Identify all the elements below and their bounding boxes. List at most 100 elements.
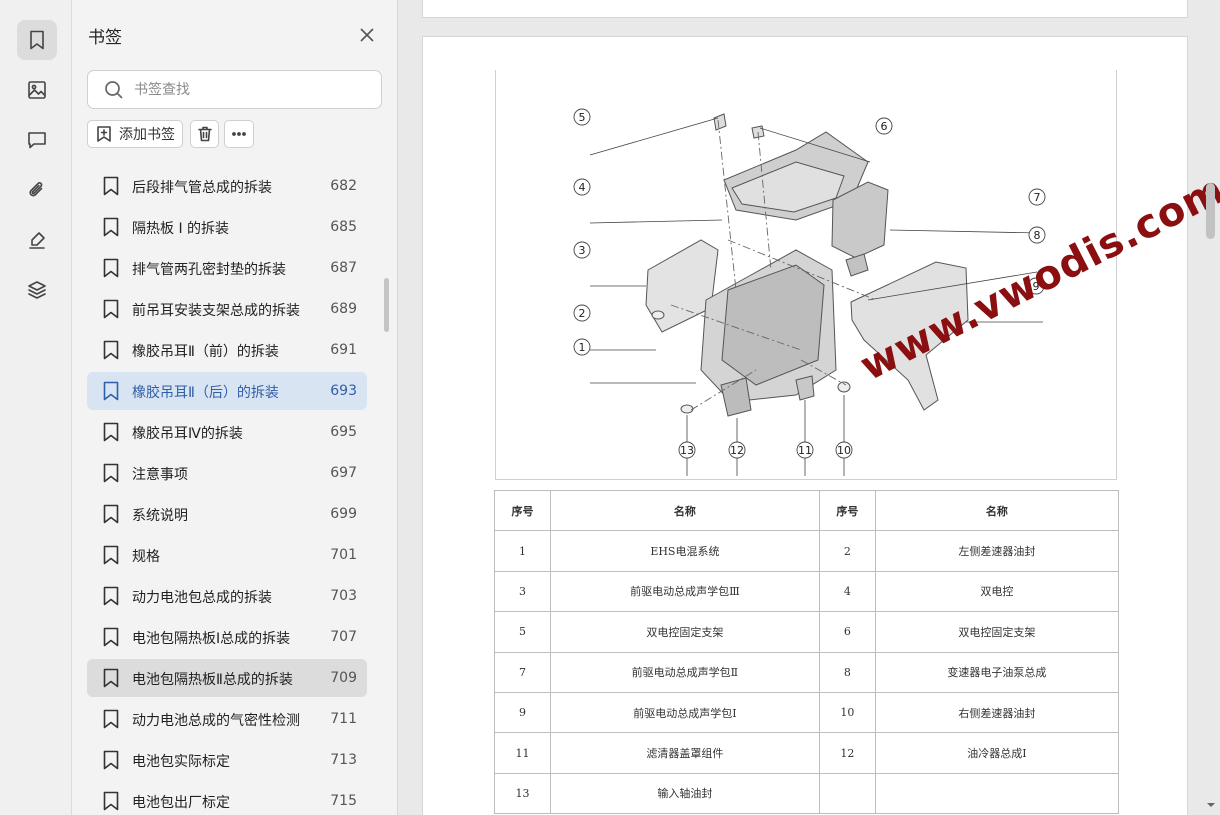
part-number-cell: 1 bbox=[494, 530, 551, 572]
part-number-cell: 4 bbox=[818, 570, 876, 613]
bookmark-item[interactable]: 电池包隔热板Ⅰ总成的拆装 707 bbox=[87, 618, 367, 656]
bookmark-page-number: 697 bbox=[330, 465, 357, 481]
bookmark-label: 橡胶吊耳Ⅳ的拆装 bbox=[132, 426, 243, 442]
callout-9: 9 bbox=[1027, 277, 1045, 295]
part-name-cell: 输入轴油封 bbox=[549, 772, 820, 815]
bookmark-page-number: 682 bbox=[330, 178, 357, 194]
bookmark-label: 规格 bbox=[132, 549, 160, 565]
image-icon[interactable] bbox=[17, 70, 57, 110]
bookmark-label: 电池包出厂标定 bbox=[132, 795, 230, 811]
bookmark-icon bbox=[103, 545, 119, 565]
callout-5: 5 bbox=[573, 108, 591, 126]
part-number-cell: 6 bbox=[818, 611, 876, 653]
header-no-2: 序号 bbox=[818, 489, 876, 532]
part-name-cell: 双电控固定支架 bbox=[874, 611, 1120, 653]
document-scrollbar[interactable] bbox=[1206, 183, 1215, 239]
bookmark-icon bbox=[103, 340, 119, 360]
bookmark-page-number: 695 bbox=[330, 424, 357, 440]
bookmark-page-number: 711 bbox=[330, 711, 357, 727]
callout-number: 9 bbox=[1033, 280, 1040, 293]
add-bookmark-button[interactable]: 添加书签 bbox=[87, 120, 183, 148]
bookmark-label: 橡胶吊耳Ⅱ（后）的拆装 bbox=[132, 385, 279, 401]
bookmark-icon bbox=[103, 463, 119, 483]
bookmark-page-number: 709 bbox=[330, 670, 357, 686]
bookmark-search-box[interactable] bbox=[87, 70, 382, 109]
bookmark-icon[interactable] bbox=[17, 20, 57, 60]
search-icon bbox=[105, 81, 123, 99]
bookmark-label: 动力电池包总成的拆装 bbox=[132, 590, 272, 606]
scroll-down-arrow-icon[interactable] bbox=[1206, 800, 1216, 810]
trash-icon bbox=[197, 126, 212, 142]
bookmark-page-number: 707 bbox=[330, 629, 357, 645]
layers-icon[interactable] bbox=[17, 270, 57, 310]
more-options-button[interactable] bbox=[224, 120, 254, 148]
callout-number: 6 bbox=[881, 120, 888, 133]
parts-table-header-row: 序号 名称 序号 名称 bbox=[494, 489, 1120, 532]
part-number-cell: 5 bbox=[494, 611, 551, 653]
bookmark-label: 电池包隔热板Ⅰ总成的拆装 bbox=[132, 631, 291, 647]
bookmark-icon bbox=[103, 299, 119, 319]
icon-rail bbox=[0, 0, 72, 815]
bookmark-item[interactable]: 规格 701 bbox=[87, 536, 367, 574]
part-name-cell: 双电控固定支架 bbox=[549, 611, 820, 653]
callout-7: 7 bbox=[1028, 188, 1046, 206]
attachment-icon[interactable] bbox=[17, 170, 57, 210]
callout-number: 11 bbox=[798, 444, 812, 457]
bookmark-label: 动力电池总成的气密性检测 bbox=[132, 713, 300, 729]
comment-icon[interactable] bbox=[17, 120, 57, 160]
close-panel-button[interactable] bbox=[356, 24, 378, 46]
bookmark-page-number: 691 bbox=[330, 342, 357, 358]
bookmark-label: 系统说明 bbox=[132, 508, 188, 524]
callout-number: 3 bbox=[579, 244, 586, 257]
delete-bookmark-button[interactable] bbox=[190, 120, 219, 148]
panel-scrollbar[interactable] bbox=[384, 278, 389, 332]
bookmark-page-number: 701 bbox=[330, 547, 357, 563]
callout-number: 7 bbox=[1034, 191, 1041, 204]
bookmark-item[interactable]: 电池包出厂标定 715 bbox=[87, 782, 367, 815]
bookmark-item[interactable]: 橡胶吊耳Ⅳ的拆装 695 bbox=[87, 413, 367, 451]
callout-3: 3 bbox=[573, 241, 591, 259]
bookmark-label: 排气管两孔密封垫的拆装 bbox=[132, 262, 286, 278]
signature-pen-icon[interactable] bbox=[17, 220, 57, 260]
callout-number: 12 bbox=[730, 444, 744, 457]
part-name-cell: 左侧差速器油封 bbox=[874, 530, 1120, 572]
bookmark-page-number: 715 bbox=[330, 793, 357, 809]
part-number-cell: 2 bbox=[818, 530, 876, 572]
bookmark-icon bbox=[103, 791, 119, 811]
part-name-cell: EHS电混系统 bbox=[549, 530, 820, 572]
bookmark-icon bbox=[103, 176, 119, 196]
bookmark-page-number: 713 bbox=[330, 752, 357, 768]
bookmark-icon bbox=[103, 586, 119, 606]
part-number-cell: 3 bbox=[494, 570, 551, 613]
bookmark-icon bbox=[103, 668, 119, 688]
part-name-cell: 变速器电子油泵总成 bbox=[874, 651, 1120, 693]
bookmark-label: 隔热板 I 的拆装 bbox=[132, 221, 230, 237]
add-bookmark-label: 添加书签 bbox=[119, 127, 175, 143]
part-name-cell: 前驱电动总成声学包Ⅱ bbox=[549, 651, 820, 693]
callout-10: 10 bbox=[835, 441, 853, 459]
part-name-cell: 油冷器总成Ⅰ bbox=[874, 732, 1120, 774]
part-name-cell bbox=[874, 772, 1120, 815]
bookmark-search-input[interactable] bbox=[134, 79, 364, 101]
callout-number: 8 bbox=[1034, 229, 1041, 242]
bookmark-item[interactable]: 动力电池总成的气密性检测 711 bbox=[87, 700, 367, 738]
add-bookmark-icon bbox=[97, 126, 111, 142]
